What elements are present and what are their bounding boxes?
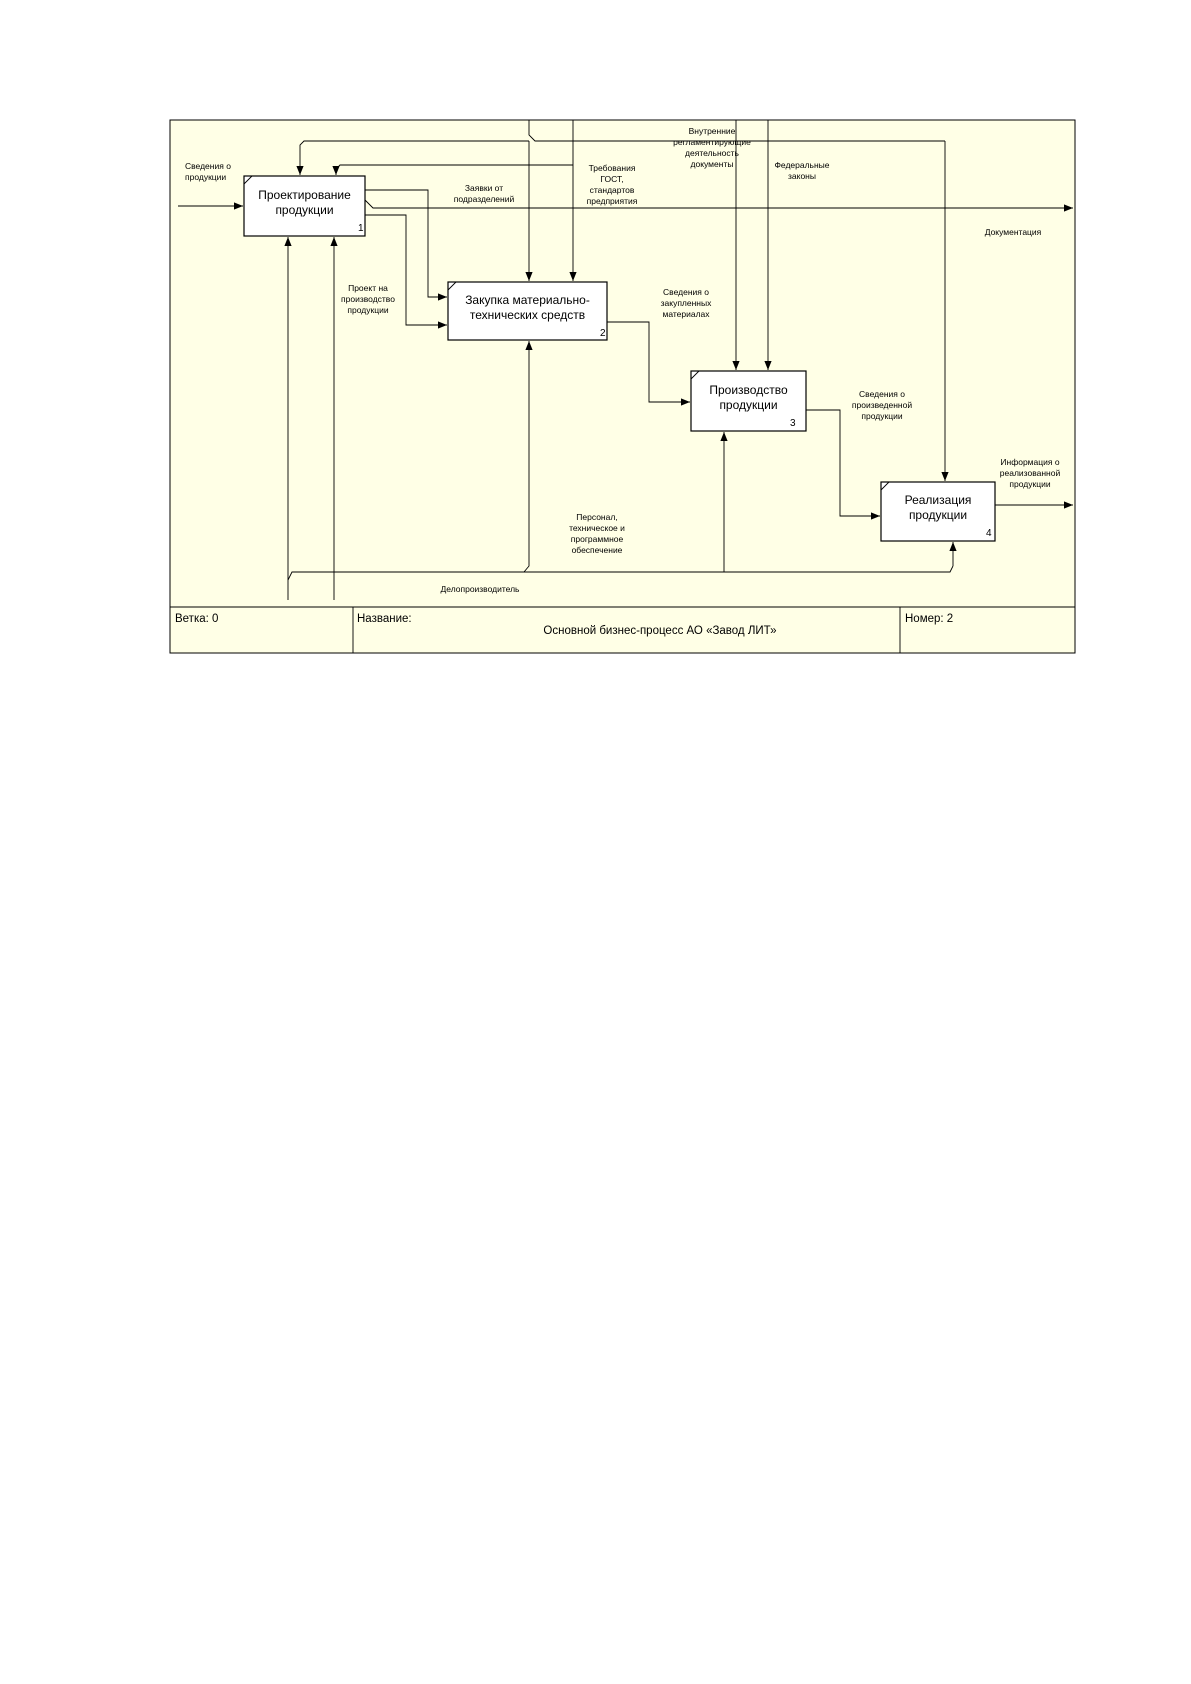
arrow-internal-docs-branch <box>528 120 945 142</box>
label-line: подразделений <box>454 194 515 204</box>
label-produced-products: Сведения о произведенной продукции <box>852 389 912 421</box>
label-line: Сведения о <box>859 389 905 399</box>
label-line: продукции <box>347 305 388 315</box>
label-line: ГОСТ, <box>600 174 623 184</box>
diagram-footer: Ветка: 0 Название: Основной бизнес-проце… <box>175 613 953 637</box>
arrow-labels: Сведения о продукции Заявки от подраздел… <box>185 126 1060 594</box>
box-number: 4 <box>986 528 992 539</box>
label-line: материалах <box>662 309 710 319</box>
box-title: продукции <box>909 508 967 522</box>
label-line: регламентирующие <box>673 137 751 147</box>
box-title: Проектирование <box>258 188 351 202</box>
box-title: Закупка материально- <box>465 293 590 307</box>
label-line: программное <box>571 534 624 544</box>
arrow-internal-docs-box1 <box>296 140 529 175</box>
arrow-documentation <box>364 199 1073 212</box>
label-line: Требования <box>589 163 636 173</box>
label-purchased-materials: Сведения о закупленных материалах <box>661 287 712 319</box>
activity-box-1[interactable]: Проектирование продукции 1 <box>243 175 366 237</box>
label-line: реализованной <box>1000 468 1061 478</box>
footer-name-label: Название: <box>357 613 412 625</box>
label-line: Информация о <box>1000 457 1059 467</box>
label-line: произведенной <box>852 400 912 410</box>
arrow-produced-products <box>797 409 880 520</box>
label-line: Делопроизводитель <box>441 584 521 594</box>
label-line: Проект на <box>348 283 388 293</box>
box-number: 1 <box>358 223 364 234</box>
activity-box-4[interactable]: Реализация продукции 4 <box>880 481 996 542</box>
label-input-info: Сведения о продукции <box>185 161 231 182</box>
footer-branch: Ветка: 0 <box>175 613 218 625</box>
box-title: продукции <box>275 203 333 217</box>
label-line: обеспечение <box>572 545 623 555</box>
label-line: Заявки от <box>465 183 503 193</box>
activity-box-2[interactable]: Закупка материально- технических средств… <box>447 281 608 341</box>
label-line: Федеральные <box>774 160 829 170</box>
footer-title: Основной бизнес-процесс АО «Завод ЛИТ» <box>543 625 776 637</box>
label-line: стандартов <box>590 185 635 195</box>
label-line: техническое и <box>569 523 625 533</box>
arrow-personnel-box2 <box>523 341 533 573</box>
arrows <box>178 120 1073 600</box>
arrow-gost-box1 <box>332 164 573 175</box>
label-line: производство <box>341 294 395 304</box>
label-line: предприятия <box>587 196 638 206</box>
footer-number: Номер: 2 <box>905 613 953 625</box>
arrow-dept-requests <box>365 189 447 301</box>
label-production-project: Проект на производство продукции <box>341 283 395 315</box>
label-documentation: Документация <box>985 227 1042 237</box>
label-line: Сведения о <box>663 287 709 297</box>
box-title: продукции <box>719 398 777 412</box>
label-sold-products: Информация о реализованной продукции <box>1000 457 1061 489</box>
activity-box-3[interactable]: Производство продукции 3 <box>690 370 807 432</box>
label-line: закупленных <box>661 298 712 308</box>
box-number: 2 <box>600 328 606 339</box>
box-title: Производство <box>709 383 788 397</box>
arrow-purchased-materials <box>607 321 690 406</box>
label-federal-laws: Федеральные законы <box>774 160 829 181</box>
label-personnel: Персонал, техническое и программное обес… <box>569 512 625 555</box>
label-line: продукции <box>861 411 902 421</box>
label-line: Персонал, <box>576 512 617 522</box>
label-line: продукции <box>185 172 226 182</box>
box-number: 3 <box>790 418 796 429</box>
box-title: технических средств <box>470 308 585 322</box>
label-line: Сведения о <box>185 161 231 171</box>
label-line: Документация <box>985 227 1042 237</box>
box-title: Реализация <box>905 493 972 507</box>
label-line: деятельность <box>685 148 739 158</box>
arrow-personnel-bus <box>287 565 954 581</box>
label-line: документы <box>691 159 734 169</box>
label-internal-docs: Внутренние регламентирующие деятельность… <box>673 126 751 169</box>
label-gost-requirements: Требования ГОСТ, стандартов предприятия <box>587 163 638 206</box>
label-line: Внутренние <box>689 126 736 136</box>
label-clerk: Делопроизводитель <box>441 584 521 594</box>
label-dept-requests: Заявки от подразделений <box>454 183 515 204</box>
label-line: продукции <box>1009 479 1050 489</box>
label-line: законы <box>788 171 816 181</box>
arrow-production-project <box>365 214 447 329</box>
